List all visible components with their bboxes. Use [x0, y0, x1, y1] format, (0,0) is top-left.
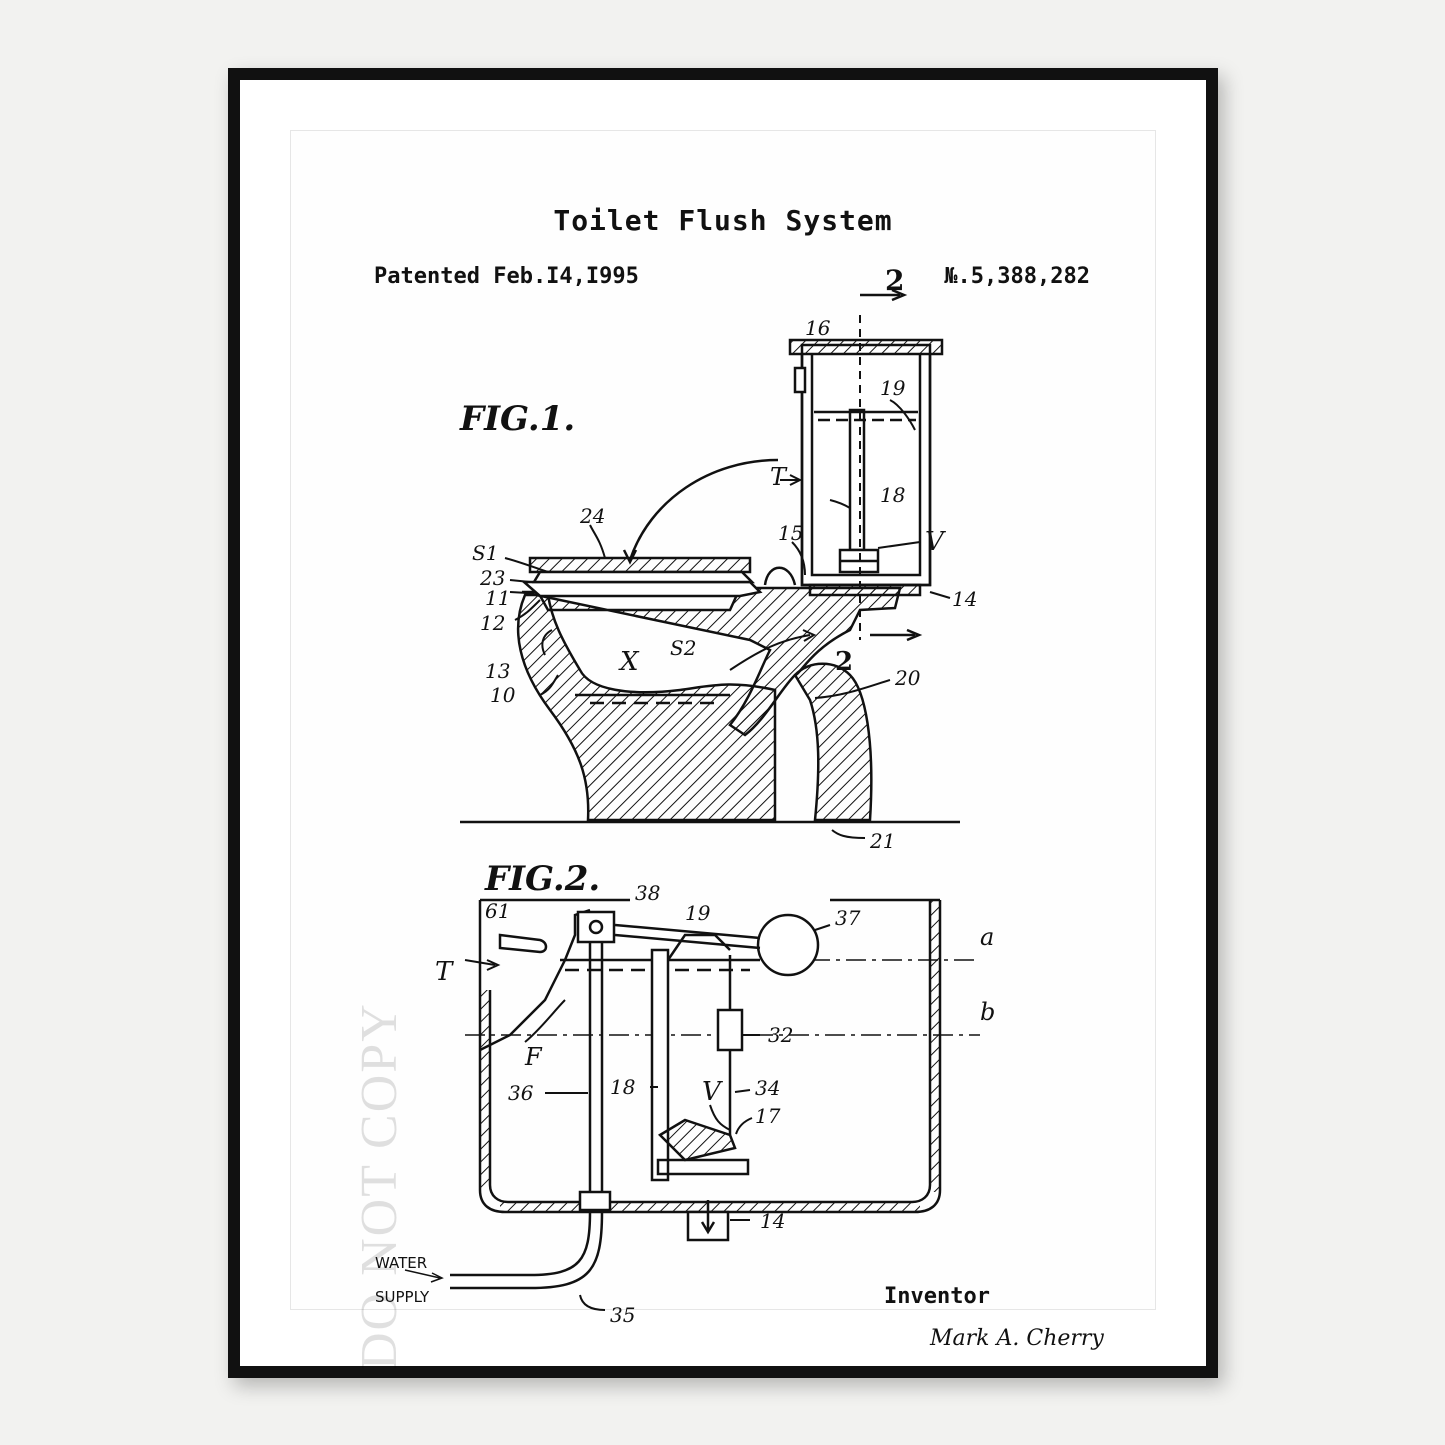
fig1-label-V: V: [925, 527, 946, 557]
fig2-label-38: 38: [635, 881, 660, 905]
fig2-label-a: a: [980, 923, 994, 951]
poster-frame: Toilet Flush System Patented Feb.I4,I995…: [228, 68, 1218, 1378]
fig1-label-19: 19: [880, 376, 906, 400]
fig2-label-b: b: [980, 998, 995, 1026]
fig2-label-34: 34: [755, 1076, 780, 1100]
fig2-label-17: 17: [755, 1104, 781, 1128]
fig2-label-19: 19: [685, 901, 711, 925]
fig1-label-23: 23: [479, 566, 505, 590]
patent-drawing: FIG.1. 2 16 19 T 18 24 15 V S1 23 11 14 …: [375, 264, 995, 1327]
fig1-label-S2: S2: [670, 636, 696, 660]
fig1-label-15: 15: [778, 521, 803, 545]
fig1-label-2-bottom: 2: [835, 647, 853, 677]
inventor-signature: Mark A. Cherry: [930, 1326, 1104, 1351]
fig1-label-S1: S1: [472, 541, 498, 565]
fig1-label-14: 14: [952, 587, 977, 611]
fig2-title: FIG.2.: [484, 859, 600, 899]
fig1-labels: FIG.1. 2 16 19 T 18 24 15 V S1 23 11 14 …: [459, 264, 977, 853]
fig1-title: FIG.1.: [459, 399, 575, 439]
fig2-label-36: 36: [508, 1081, 534, 1105]
fig1-label-13: 13: [485, 659, 510, 683]
watermark-text: DO NOT COPY: [351, 1002, 408, 1370]
fig2-label-F: F: [524, 1043, 543, 1071]
fig1-toilet-side-view: [460, 288, 960, 839]
fig2-label-35: 35: [610, 1303, 635, 1327]
fig1-label-12: 12: [480, 611, 505, 635]
fig1-label-24: 24: [579, 504, 605, 528]
patent-number: №.5,388,282: [944, 264, 1090, 289]
fig2-label-14: 14: [760, 1209, 785, 1233]
fig2-label-32: 32: [768, 1023, 793, 1047]
fig2-label-supply: SUPPLY: [375, 1288, 430, 1306]
fig2-tank-section: [404, 898, 980, 1311]
fig1-label-18: 18: [880, 483, 905, 507]
fig2-label-water: WATER: [375, 1254, 427, 1272]
fig1-label-16: 16: [805, 316, 831, 340]
fig2-labels: FIG.2. 61 38 19 37 a T F b 32 36 18 V 34…: [375, 859, 995, 1327]
fig2-label-61: 61: [485, 899, 510, 923]
fig1-label-T: T: [770, 463, 788, 491]
fig2-label-37: 37: [835, 906, 861, 930]
fig1-label-21: 21: [869, 829, 895, 853]
fig1-label-20: 20: [894, 666, 921, 690]
patent-date: Patented Feb.I4,I995: [374, 264, 639, 289]
fig2-label-V: V: [702, 1077, 723, 1107]
fig1-label-2-top: 2: [885, 264, 904, 297]
fig1-label-X: X: [618, 647, 640, 677]
poster-mat: Toilet Flush System Patented Feb.I4,I995…: [290, 130, 1156, 1370]
inventor-label: Inventor: [884, 1284, 990, 1309]
poster-title: Toilet Flush System: [553, 204, 893, 237]
fig1-label-11: 11: [485, 586, 510, 610]
fig2-label-18: 18: [610, 1075, 635, 1099]
fig2-label-T: T: [435, 957, 454, 987]
fig1-label-10: 10: [490, 683, 516, 707]
